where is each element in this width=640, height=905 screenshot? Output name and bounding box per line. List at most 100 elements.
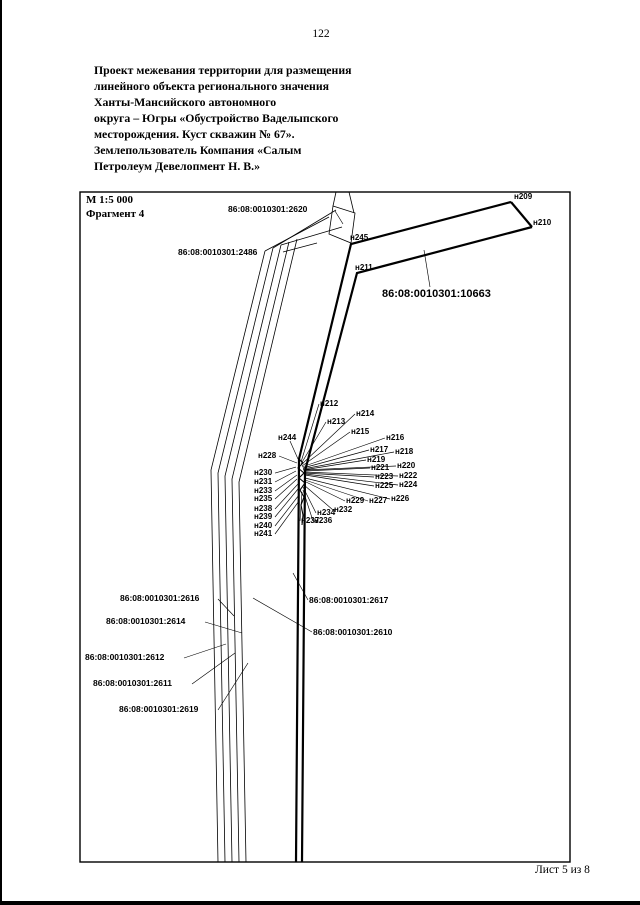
parcel-number-label: 86:08:0010301:10663 — [382, 288, 491, 300]
map-point-label: н222 — [399, 471, 418, 480]
map-point-label: н237 — [301, 516, 320, 525]
map-point-label: н214 — [356, 409, 375, 418]
leader-line — [191, 652, 236, 685]
leader-line — [303, 465, 397, 471]
parcel-number-label: 86:08:0010301:2617 — [309, 595, 389, 605]
map-point-label: н219 — [367, 455, 386, 464]
map-point-label: н220 — [397, 461, 416, 470]
map-point-label: н233 — [254, 486, 273, 495]
leader-line — [274, 474, 298, 492]
leader-line — [423, 249, 431, 288]
leader-line — [274, 494, 300, 527]
leader-line — [282, 242, 318, 253]
map-point-label: н216 — [386, 433, 405, 442]
map-point-label: н234 — [317, 508, 336, 517]
leader-line — [301, 437, 386, 468]
parcel-number-label: 86:08:0010301:2620 — [228, 204, 308, 214]
sheet-footer: Лист 5 из 8 — [535, 864, 590, 876]
map-point-label: н221 — [371, 463, 390, 472]
map-point-label: н232 — [334, 505, 353, 514]
map-point-label: н212 — [320, 399, 339, 408]
leader-line — [334, 210, 344, 225]
leader-line — [303, 467, 371, 472]
map-point-label: н225 — [375, 481, 394, 490]
leader-line — [301, 431, 351, 467]
leader-line — [183, 643, 227, 659]
parcel-number-label: 86:08:0010301:2616 — [120, 593, 200, 603]
leader-line — [301, 413, 356, 465]
leader-line — [274, 478, 298, 500]
title-line: округа – Югры «Обустройство Ваделыпского — [94, 111, 339, 125]
parcel-number-label: 86:08:0010301:2610 — [313, 627, 393, 637]
page-number: 122 — [312, 28, 330, 40]
map-scale: М 1:5 000 — [86, 194, 134, 206]
title-block: Проект межевания территории для размещен… — [94, 62, 352, 174]
title-line: Ханты-Мансийского автономного — [94, 95, 277, 109]
leader-line — [302, 489, 314, 522]
leader-line — [300, 421, 327, 465]
map-point-label: н213 — [327, 417, 346, 426]
title-line: Проект межевания территории для размещен… — [94, 63, 352, 77]
map-point-label: н210 — [533, 218, 552, 227]
map-point-label: н223 — [375, 472, 394, 481]
leader-line — [299, 491, 303, 522]
leader-line — [303, 472, 375, 478]
title-line: Землепользователь Компания «Салым — [94, 143, 302, 157]
map-point-label: н236 — [314, 516, 333, 525]
leader-line — [274, 500, 300, 535]
leader-line — [204, 621, 243, 634]
leader-line — [252, 597, 313, 633]
title-line: месторождения. Куст скважин № 67». — [94, 127, 295, 141]
leader-line — [217, 598, 235, 617]
leader-line — [302, 451, 395, 470]
parcel-number-label: 86:08:0010301:2619 — [119, 704, 199, 714]
map-point-label: н226 — [391, 494, 410, 503]
leader-line — [274, 488, 299, 518]
map-fragment: Фрагмент 4 — [86, 208, 145, 220]
leader-line — [274, 470, 297, 483]
map-point-label: н217 — [370, 445, 389, 454]
map-point-label: н218 — [395, 447, 414, 456]
leader-line — [302, 449, 370, 469]
map-point-label: н227 — [369, 496, 388, 505]
leader-line — [274, 466, 297, 474]
map-point-label: н228 — [258, 451, 277, 460]
map-point-label: н235 — [254, 494, 273, 503]
leader-line — [217, 662, 249, 711]
map-point-label: н241 — [254, 529, 273, 538]
map-point-label: н244 — [278, 433, 297, 442]
map-point-label: н238 — [254, 504, 273, 513]
map-point-label: н211 — [355, 263, 373, 272]
leader-line — [304, 473, 399, 486]
leader-line — [304, 477, 391, 500]
corridor-thin-lines — [210, 191, 356, 863]
parcel-number-label: 86:08:0010301:2611 — [93, 678, 172, 688]
leader-line — [278, 455, 298, 464]
map-point-label: н229 — [346, 496, 365, 505]
leader-line — [304, 479, 369, 502]
parcel-number-label: 86:08:0010301:2486 — [178, 247, 258, 257]
leader-line — [303, 484, 334, 511]
leader-line — [303, 480, 346, 502]
leader-line — [302, 459, 367, 471]
parcel-number-label: 86:08:0010301:2614 — [106, 616, 186, 626]
map-point-label: н224 — [399, 480, 418, 489]
leader-line — [304, 474, 375, 487]
map-point-label: н230 — [254, 468, 273, 477]
leader-line — [289, 440, 299, 460]
leader-line — [274, 483, 299, 510]
map-point-label: н239 — [254, 512, 273, 521]
leader-line — [300, 403, 320, 463]
title-line: линейного объекта регионального значения — [94, 79, 329, 93]
leader-line — [302, 486, 317, 514]
map-point-label: н209 — [514, 192, 533, 201]
parcel-number-label: 86:08:0010301:2612 — [85, 652, 165, 662]
leader-line — [292, 572, 309, 601]
map-point-label: н231 — [254, 477, 273, 486]
title-line: Петролеум Девелопмент Н. В.» — [94, 159, 260, 173]
map-point-label: н245 — [350, 233, 369, 242]
leader-line — [303, 471, 399, 477]
